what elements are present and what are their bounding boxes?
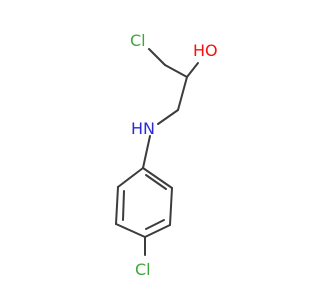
ring-bond-2 xyxy=(169,187,173,226)
ring-bond-1 xyxy=(142,167,173,189)
bond-cl-ch2 xyxy=(148,48,166,66)
bond-ch2-choh xyxy=(164,64,188,78)
structure-canvas: Cl HO HN Cl xyxy=(115,31,218,279)
amine-label: HN xyxy=(131,119,155,138)
hydroxyl-label: HO xyxy=(193,41,218,60)
bond-ch-ch2n xyxy=(177,76,188,111)
chlorine-bottom-label: Cl xyxy=(135,260,151,279)
atom-labels: Cl HO HN Cl xyxy=(130,31,218,279)
ring-double-2 xyxy=(145,219,165,230)
ring-bond-4 xyxy=(115,223,146,238)
chlorine-top-label: Cl xyxy=(130,31,146,50)
ring-double-3 xyxy=(122,190,125,221)
bonds xyxy=(115,48,199,256)
ring-bond-6 xyxy=(117,167,144,188)
ring-bond-3 xyxy=(144,224,171,238)
bond-ch2-n xyxy=(157,109,179,125)
molecule-diagram: Cl HO HN Cl xyxy=(115,31,218,279)
ring-bond-5 xyxy=(115,186,119,225)
bond-ch-o xyxy=(186,62,199,78)
ring-double-1 xyxy=(145,174,167,190)
bond-n-ring xyxy=(142,135,151,169)
